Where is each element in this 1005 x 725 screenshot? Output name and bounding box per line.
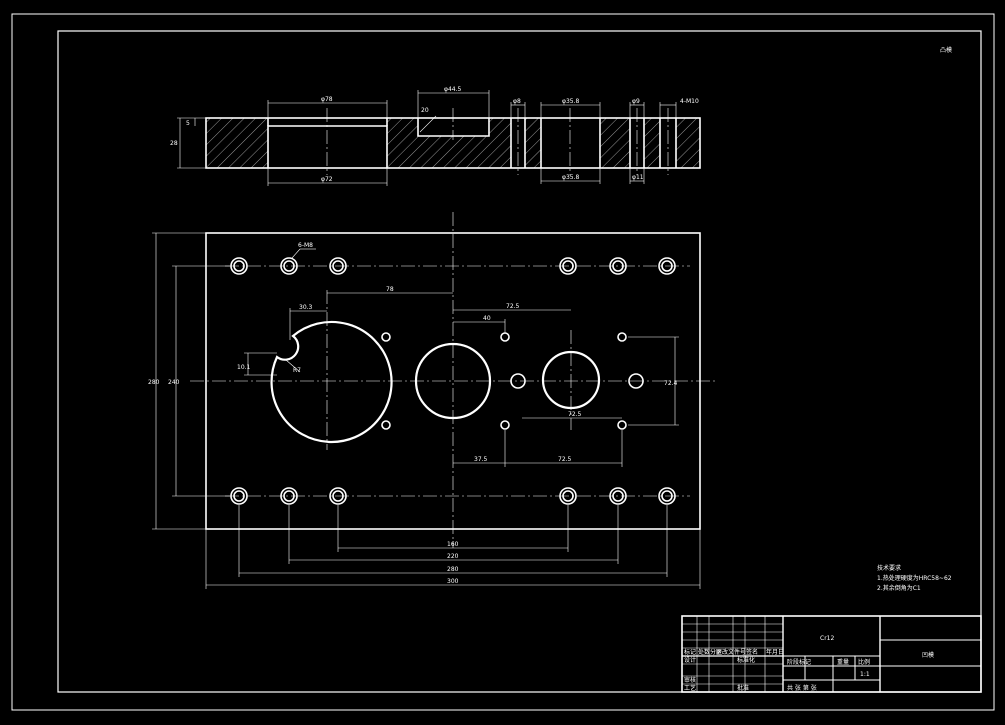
dim-recess-depth: 20 [421,107,429,114]
dim-recess: φ44.5 [444,86,462,93]
pin-holes [381,332,644,430]
dim-notch-radius: R7 [293,367,301,374]
dim-dx-right: 72.5 [506,303,520,310]
inner-border [57,30,982,693]
dim-dx-hole-circle: 72.5 [568,411,582,418]
hole-callout: 6-M8 [298,242,313,249]
dim-width-c: 280 [447,566,459,573]
section-view: φ78 φ72 φ44.5 20 φ8 φ35.8 φ35.8 φ9 φ11 4… [170,86,701,186]
title-block-text: 标记 处数 分区 更改文件号 签名 年月日 设计 标准化 审核 工艺 批准 阶段… [684,635,934,692]
corner-label: 凸模 [940,46,952,54]
notes-line-2: 2.其余倒角为C1 [877,584,921,592]
svg-text:分区: 分区 [710,648,722,656]
svg-text:签名: 签名 [746,648,758,656]
scale-value: 1:1 [860,671,870,678]
outer-border [11,13,995,711]
material: Cr12 [820,635,834,642]
punch-hole-center [414,342,492,420]
dim-width-d: 300 [447,578,459,585]
dim-dy-right: 72.4 [664,380,678,387]
svg-text:更改文件号: 更改文件号 [716,648,746,656]
plan-view: 6-M8 30.3 78 72.5 40 R7 10.1 72.4 72.5 3… [148,212,715,589]
svg-text:批准: 批准 [737,684,749,692]
dim-dx-inner: 40 [483,315,491,322]
dim-dx-left: 30.3 [299,304,313,311]
dim-pin-top: φ9 [632,98,640,105]
dim-dx-bottom-b: 72.5 [558,456,572,463]
title-block [681,615,982,693]
dim-pin-bottom: φ11 [632,174,644,181]
svg-text:共 张 第 张: 共 张 第 张 [787,684,817,692]
dim-pocket-bottom: φ72 [321,176,333,183]
svg-text:年月日: 年月日 [766,648,784,656]
notes-title: 技术要求 [877,564,901,572]
svg-text:设计: 设计 [684,656,696,664]
dim-thread: 4-M10 [680,98,699,105]
svg-text:重量: 重量 [837,658,849,666]
dim-height-total: 28 [170,140,178,147]
dim-height-outer: 280 [148,379,160,386]
bottom-hole-row [230,487,676,505]
die-opening [270,320,393,444]
svg-text:比例: 比例 [858,658,870,666]
dim-width-a: 160 [447,541,459,548]
svg-text:工艺: 工艺 [684,684,696,692]
dim-dx-bottom-a: 37.5 [474,456,488,463]
svg-text:处数: 处数 [698,648,710,656]
punch-hole-right [541,350,601,410]
dim-hole-bottom: φ35.8 [562,174,580,181]
svg-text:标记: 标记 [684,648,696,656]
technical-notes: 技术要求 1.热处理硬度为HRC58~62 2.其余倒角为C1 [877,564,952,592]
notes-line-1: 1.热处理硬度为HRC58~62 [877,574,952,582]
svg-text:阶段标记: 阶段标记 [787,658,811,666]
dim-height-step: 5 [186,120,190,127]
dim-notch-gap: 10.1 [237,364,251,371]
part-name: 凹模 [922,651,934,659]
svg-text:审核: 审核 [684,676,696,684]
dim-small-hole: φ8 [513,98,521,105]
dim-height-inner: 240 [168,379,180,386]
dim-hole-top: φ35.8 [562,98,580,105]
dim-pocket-top: φ78 [321,96,333,103]
svg-text:标准化: 标准化 [737,656,755,664]
dim-width-b: 220 [447,553,459,560]
top-hole-row [230,257,676,275]
dim-dx-center: 78 [386,286,394,293]
